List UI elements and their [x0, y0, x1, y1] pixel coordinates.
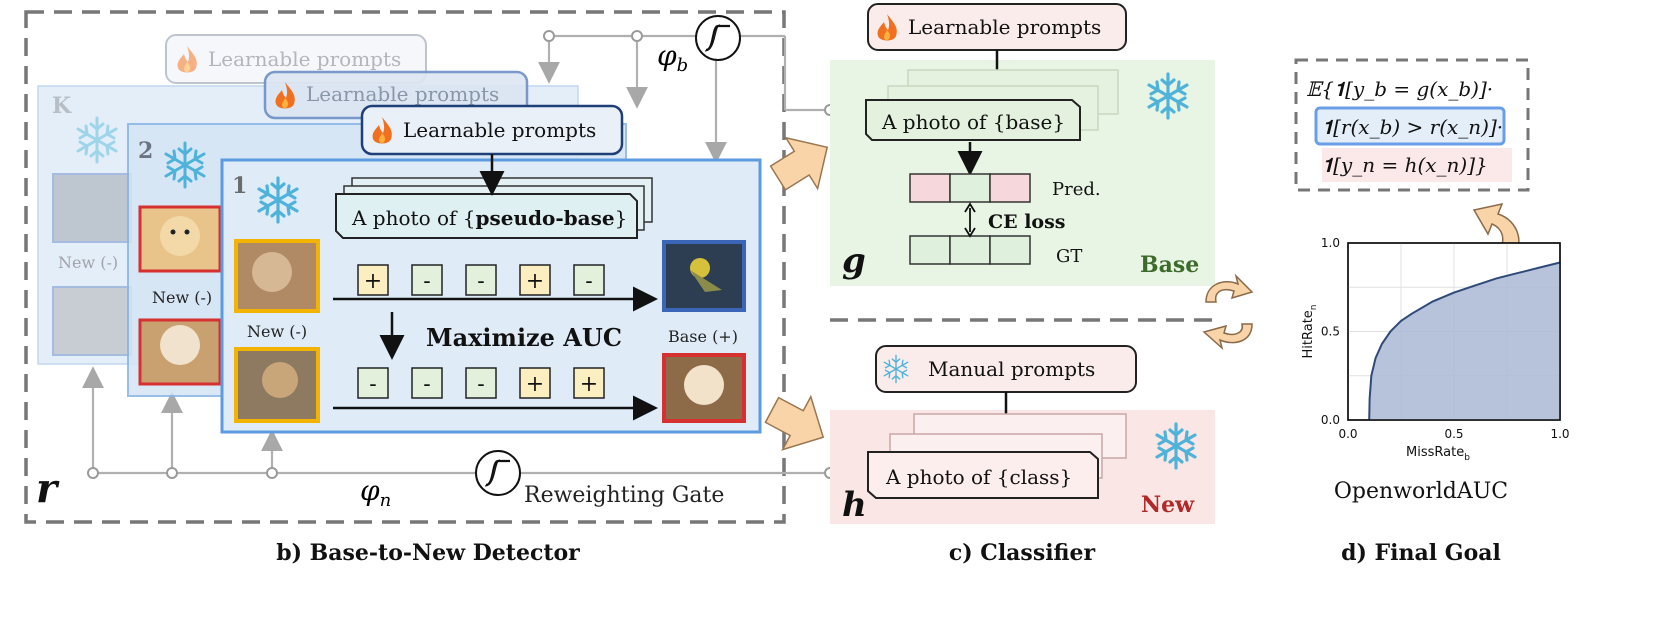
base-tag: Base	[1140, 252, 1199, 278]
sigmoid-gate-new-icon	[474, 449, 522, 497]
arrow-to-new-icon	[757, 382, 839, 465]
sign-label: -	[477, 269, 484, 294]
pred-label: Pred.	[1052, 179, 1101, 200]
gt-bar	[909, 235, 1031, 265]
auc-area	[1369, 262, 1560, 420]
sign-box	[411, 264, 443, 296]
stack-card-1: 1 A photo of {pseudo-base} Learnable pro…	[220, 104, 762, 434]
sign-box	[411, 367, 443, 399]
sign-label: -	[423, 372, 430, 397]
sigmoid-gate-base-icon	[694, 14, 742, 62]
sign-label: +	[364, 269, 382, 294]
sign-box	[465, 264, 497, 296]
base-label: Base (+)	[668, 327, 738, 346]
r-label: r	[36, 465, 60, 512]
goal-panel: 𝔼{𝟏[y_b = g(x_b)]· 𝟏[r(x_b) > r(x_n)]· 𝟏…	[1294, 58, 1570, 566]
ce-loss-label: CE loss	[988, 211, 1066, 233]
sign-label: -	[477, 372, 484, 397]
sign-box	[357, 367, 389, 399]
chart-border	[1347, 242, 1561, 421]
gt-label: GT	[1056, 246, 1082, 267]
sign-box	[573, 367, 605, 399]
sign-label: +	[580, 372, 598, 397]
detector-caption: b) Base-to-New Detector	[276, 540, 580, 566]
prompt-label-2: Learnable prompts	[306, 82, 499, 106]
sign-row-1: + - - + -	[357, 264, 605, 296]
base-template-text: A photo of {base}	[881, 110, 1065, 134]
template-text: A photo of {pseudo-base}	[351, 206, 627, 230]
sign-label: +	[526, 372, 544, 397]
classifier-caption: c) Classifier	[949, 540, 1096, 566]
stack-label-1: 1	[232, 173, 247, 199]
formula-line-3: 𝟏[y_n = h(x_n)]}	[1322, 153, 1488, 177]
sign-row-2: - - - + +	[357, 367, 605, 399]
formula-line-1: 𝔼{𝟏[y_b = g(x_b)]·	[1306, 77, 1493, 101]
sign-label: -	[585, 269, 592, 294]
goal-caption: d) Final Goal	[1341, 540, 1501, 566]
new-template-text: A photo of {class}	[885, 465, 1072, 489]
new-tag: New	[1141, 492, 1195, 518]
x-tick-label: 0.5	[1444, 427, 1463, 441]
new-label-k: New (-)	[58, 253, 118, 272]
sign-label: -	[369, 372, 376, 397]
h-label: h	[842, 485, 867, 525]
stack-label-k: K	[52, 93, 72, 119]
phi-b-label: φb	[657, 39, 688, 76]
base-prompt-label: Learnable prompts	[908, 15, 1101, 39]
sign-label: -	[423, 269, 430, 294]
classifier-panel: Learnable prompts A photo of {base} Pred…	[830, 3, 1215, 566]
new-label-1: New (-)	[247, 322, 307, 341]
pred-bar	[909, 173, 1031, 203]
sign-label: +	[526, 269, 544, 294]
sign-box	[357, 264, 389, 296]
new-label-2: New (-)	[152, 288, 212, 307]
chart-title: OpenworldAUC	[1334, 479, 1508, 504]
roc-curve-line	[1368, 261, 1561, 421]
reweighting-gate-label: Reweighting Gate	[524, 483, 724, 508]
g-label: g	[842, 241, 866, 281]
sign-box	[519, 264, 551, 296]
swap-arrows-icon	[1202, 273, 1254, 351]
stack-label-2: 2	[138, 138, 153, 164]
sign-box	[519, 367, 551, 399]
x-axis-label: MissRateb	[1406, 445, 1470, 463]
sign-box	[573, 264, 605, 296]
maximize-auc-label: Maximize AUC	[426, 323, 622, 352]
y-axis-label: HitRaten	[1301, 304, 1319, 358]
y-tick-label: 0.5	[1321, 325, 1340, 339]
y-tick-label: 0.0	[1321, 413, 1340, 427]
y-tick-label: 1.0	[1321, 236, 1340, 250]
x-tick-label: 1.0	[1550, 427, 1569, 441]
detector-panel: K New (-) Learnable prompts 2 New (-) Le…	[24, 10, 836, 566]
phi-n-label: φn	[360, 474, 391, 511]
x-tick-label: 0.0	[1338, 427, 1357, 441]
formula-line-2: 𝟏[r(x_b) > r(x_n)]·	[1322, 115, 1503, 139]
manual-prompt-label: Manual prompts	[928, 357, 1095, 381]
prompt-label-1: Learnable prompts	[403, 118, 596, 142]
sign-box	[465, 367, 497, 399]
prompt-label-k: Learnable prompts	[208, 47, 401, 71]
